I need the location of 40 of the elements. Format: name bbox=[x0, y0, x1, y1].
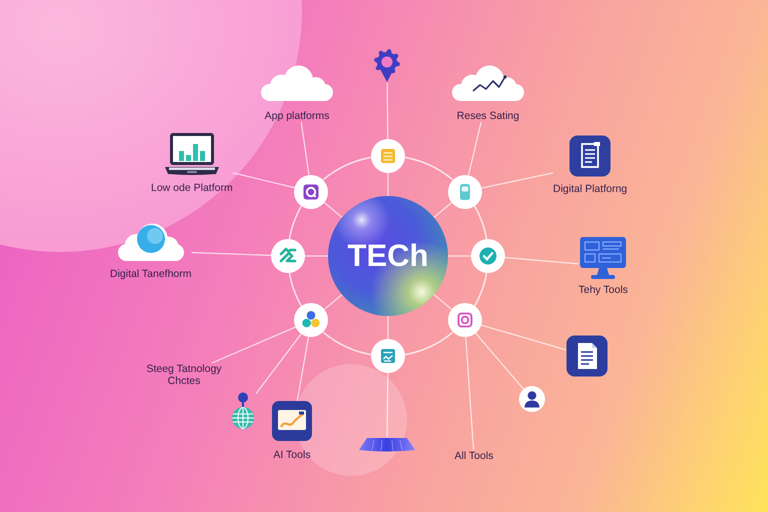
connector-line bbox=[296, 336, 310, 402]
connector-line bbox=[434, 202, 452, 218]
connector-line bbox=[324, 294, 342, 310]
connector-line bbox=[192, 252, 272, 256]
connector-line bbox=[324, 202, 342, 218]
connector-line bbox=[212, 326, 296, 364]
connector-line bbox=[300, 122, 310, 175]
connector-line bbox=[256, 333, 302, 394]
ring-arc bbox=[474, 205, 488, 240]
connector-line bbox=[387, 316, 389, 339]
node-label: Tehy Tools bbox=[578, 284, 628, 296]
ring-arc bbox=[322, 156, 372, 180]
node-label: Reses Sating bbox=[456, 110, 520, 122]
node-label: Digital Tanefhorm bbox=[110, 268, 192, 280]
connector-line bbox=[481, 172, 554, 189]
connector-line bbox=[386, 373, 388, 437]
connector-line bbox=[232, 172, 295, 188]
node-label: Steeg Tatnology Chctes bbox=[145, 363, 223, 387]
connector-line bbox=[448, 255, 471, 257]
ring-arc bbox=[288, 205, 302, 240]
node-label: Low ode Platform bbox=[151, 182, 233, 194]
node-label: All Tools bbox=[454, 450, 494, 462]
connector-line bbox=[387, 173, 389, 196]
connector-line bbox=[475, 332, 524, 390]
node-label: Digital Platforng bbox=[553, 183, 628, 195]
ring-arc bbox=[404, 156, 454, 180]
connector-line bbox=[305, 255, 328, 257]
node-label: App platforms bbox=[264, 110, 330, 122]
connector-line bbox=[468, 122, 482, 176]
ring-arc bbox=[474, 272, 488, 307]
connector-line bbox=[386, 83, 388, 139]
ring-arc bbox=[288, 272, 302, 307]
connector-line bbox=[480, 324, 566, 350]
connector-line bbox=[504, 256, 579, 264]
connector-line bbox=[434, 294, 452, 310]
ring-arc bbox=[322, 332, 372, 356]
node-label: AI Tools bbox=[273, 449, 311, 461]
connector-line bbox=[465, 337, 474, 450]
hub-title: TECh bbox=[348, 238, 428, 274]
ring-arc bbox=[404, 332, 454, 356]
